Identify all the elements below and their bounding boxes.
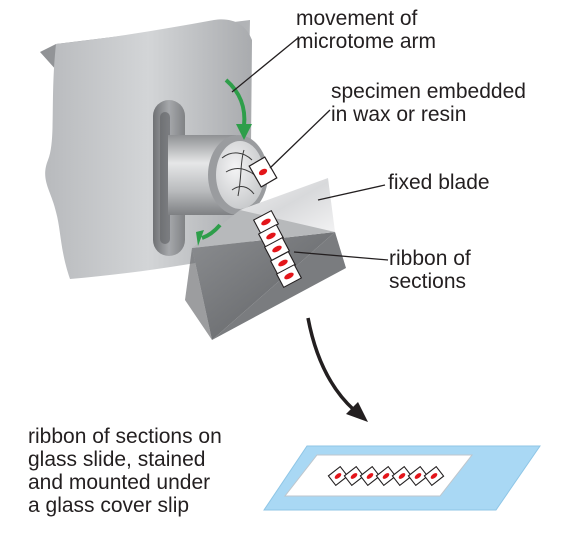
- label-movement-line-1: movement of: [296, 7, 418, 30]
- label-movement: movement of microtome arm: [296, 7, 436, 53]
- label-slide-line-1: ribbon of sections on: [28, 425, 222, 448]
- section-5: [275, 263, 303, 289]
- arrow-head-icon: [346, 402, 368, 422]
- mounted-section-4: [375, 465, 397, 487]
- mounted-sections: [327, 465, 445, 487]
- label-ribbon-line-2: sections: [389, 270, 467, 293]
- label-slide-line-4: a glass cover slip: [28, 494, 190, 517]
- label-specimen-line-2: in wax or resin: [331, 103, 467, 126]
- label-blade-line-1: fixed blade: [388, 171, 490, 194]
- section-2: [257, 223, 285, 249]
- transfer-arrow: [306, 317, 368, 422]
- leader-lines: [231, 37, 389, 261]
- fixed-blade: [185, 178, 346, 340]
- label-movement-line-2: microtome arm: [296, 30, 437, 53]
- mounted-section-7: [423, 465, 445, 487]
- specimen-holder: [168, 135, 278, 215]
- glass-slide: [263, 445, 541, 511]
- label-ribbon: ribbon of sections: [389, 247, 471, 293]
- label-specimen: specimen embedded in wax or resin: [331, 80, 526, 126]
- movement-arrows: [196, 78, 252, 246]
- blade-leader: [317, 184, 386, 201]
- label-ribbon-line-1: ribbon of: [389, 247, 471, 270]
- ribbon-of-sections: [252, 209, 303, 289]
- mounted-section-1: [327, 465, 349, 487]
- label-slide-line-2: glass slide, stained: [28, 448, 206, 471]
- mounted-section-6: [407, 465, 429, 487]
- mounted-section-2: [343, 465, 365, 487]
- mounted-section-3: [359, 465, 381, 487]
- ribbon-leader: [293, 251, 389, 261]
- specimen-leader: [269, 109, 331, 169]
- label-slide: ribbon of sections on glass slide, stain…: [28, 425, 222, 517]
- section-4: [269, 250, 297, 276]
- label-blade: fixed blade: [388, 171, 490, 194]
- label-slide-line-3: and mounted under: [28, 471, 211, 494]
- label-specimen-line-1: specimen embedded: [331, 80, 526, 103]
- mounted-section-5: [391, 465, 413, 487]
- down-arrow-icon: [236, 124, 252, 140]
- down-left-arrow-icon: [196, 230, 204, 246]
- movement-leader: [231, 37, 299, 93]
